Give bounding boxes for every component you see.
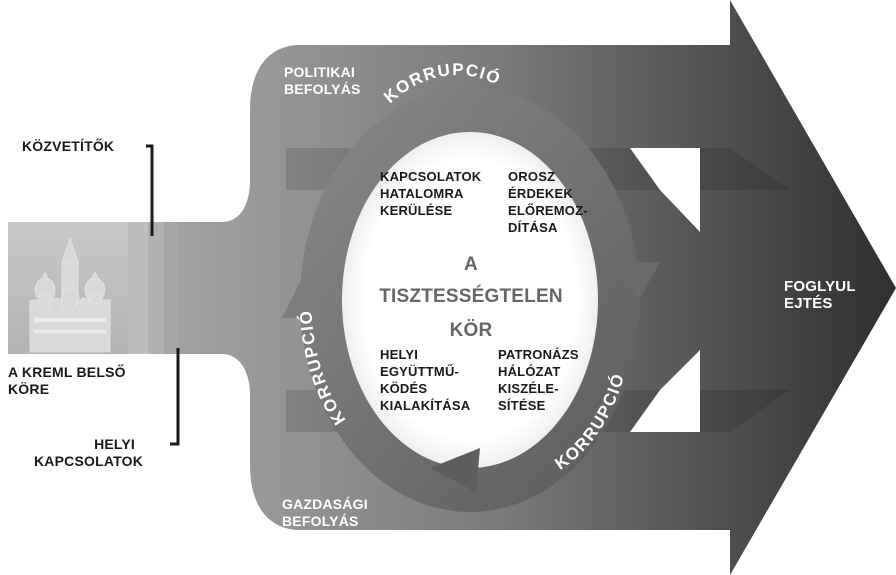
connector-lines xyxy=(146,144,180,446)
label-helyi-kapcsolatok: HELYI KAPCSOLATOK xyxy=(34,436,144,469)
quadrant-kapcsolatok: KAPCSOLATOK HATALOMRA KERÜLÉSE xyxy=(380,169,482,218)
panel-strip-2 xyxy=(148,222,164,354)
cathedral-icon xyxy=(29,237,111,353)
kremlin-panel xyxy=(8,222,178,354)
label-kozvetitok: KÖZVETÍTŐK xyxy=(22,138,115,154)
center-title-kor: KÖR xyxy=(449,320,493,341)
quadrant-orosz-erdekek: OROSZ ÉRDEKEK ELŐREMOZ- DÍTÁSA xyxy=(508,169,588,235)
center-title-main: TISZTESSÉGTELEN xyxy=(379,286,563,307)
label-politikai-befolyas: POLITIKAI BEFOLYÁS xyxy=(284,64,361,97)
label-gazdasagi-befolyas: GAZDASÁGI BEFOLYÁS xyxy=(282,496,368,529)
corruption-ring xyxy=(282,88,660,512)
inner-gap-top xyxy=(630,148,700,232)
panel-strip-1 xyxy=(128,222,148,354)
connector-helyi xyxy=(170,348,180,446)
center-title-a: A xyxy=(464,254,478,275)
ring-inner xyxy=(342,132,598,468)
inner-gap-bottom xyxy=(630,350,700,432)
ring-arrowhead-bottom xyxy=(430,448,480,492)
quadrant-helyi-egyuttmukodes: HELYI EGYÜTTMŰ- KÖDÉS KIALAKÍTÁSA xyxy=(380,347,471,413)
panel-strip-3 xyxy=(164,222,178,354)
label-kreml: A KREML BELSŐ KÖRE xyxy=(8,364,126,397)
ring-arrowhead-right xyxy=(618,262,660,300)
quadrant-patronazs: PATRONÁZS HÁLÓZAT KISZÉLE- SÍTÉSE xyxy=(498,347,579,413)
label-foglyul-ejtes: FOGLYUL EJTÉS xyxy=(784,278,856,312)
connector-kozvetitok xyxy=(146,144,154,236)
ring-arrowhead-left xyxy=(282,278,322,318)
